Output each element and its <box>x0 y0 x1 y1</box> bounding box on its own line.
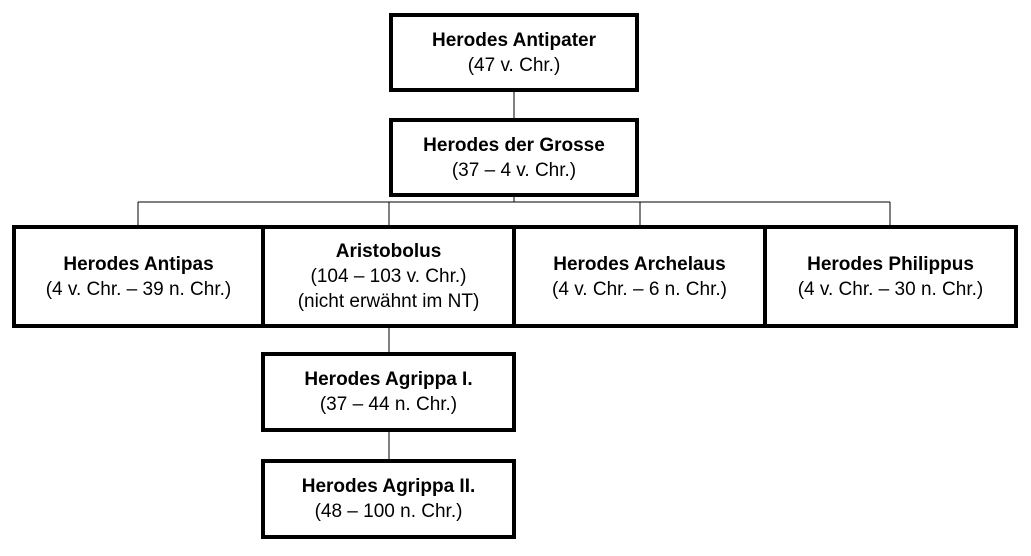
node-herodes-der-grosse: Herodes der Grosse (37 – 4 v. Chr.) <box>389 118 639 197</box>
node-name: Herodes Agrippa I. <box>304 369 473 390</box>
node-name: Herodes Archelaus <box>553 253 726 275</box>
node-dates: (104 – 103 v. Chr.) <box>310 266 467 287</box>
node-dates: (37 – 44 n. Chr.) <box>319 394 458 415</box>
node-name: Herodes Antipater <box>432 29 596 51</box>
node-name: Aristobolus <box>335 241 442 262</box>
node-dates: (37 – 4 v. Chr.) <box>451 159 577 181</box>
node-name: Herodes Antipas <box>63 253 214 275</box>
node-herodes-philippus: Herodes Philippus (4 v. Chr. – 30 n. Chr… <box>763 225 1018 328</box>
node-aristobolus: Aristobolus (104 – 103 v. Chr.) (nicht e… <box>261 225 516 328</box>
node-note: (nicht erwähnt im NT) <box>297 291 480 312</box>
node-name: Herodes Agrippa II. <box>301 476 476 497</box>
node-name: Herodes der Grosse <box>423 134 605 156</box>
node-dates: (4 v. Chr. – 30 n. Chr.) <box>797 278 984 300</box>
node-herodes-archelaus: Herodes Archelaus (4 v. Chr. – 6 n. Chr.… <box>512 225 767 328</box>
node-herodes-agrippa-2: Herodes Agrippa II. (48 – 100 n. Chr.) <box>261 459 516 539</box>
node-dates: (4 v. Chr. – 6 n. Chr.) <box>552 278 727 300</box>
node-dates: (48 – 100 n. Chr.) <box>314 501 463 522</box>
node-dates: (47 v. Chr.) <box>467 54 561 76</box>
node-herodes-agrippa-1: Herodes Agrippa I. (37 – 44 n. Chr.) <box>261 352 516 432</box>
node-herodes-antipater: Herodes Antipater (47 v. Chr.) <box>389 13 639 92</box>
node-dates: (4 v. Chr. – 39 n. Chr.) <box>45 278 232 300</box>
node-herodes-antipas: Herodes Antipas (4 v. Chr. – 39 n. Chr.) <box>12 225 265 328</box>
node-name: Herodes Philippus <box>807 253 974 275</box>
